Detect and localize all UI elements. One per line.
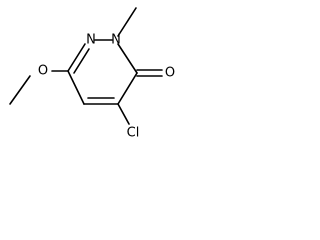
bond-c4-cl xyxy=(117,103,130,125)
bond-c3-c4 xyxy=(117,72,138,105)
pyridazinone-structure: N N O Cl O xyxy=(9,7,175,141)
atom-n2-label: N xyxy=(111,33,121,48)
atom-o-methoxy-label: O xyxy=(38,64,48,79)
bond-n2-methyl xyxy=(117,7,137,37)
atom-cl-label: Cl xyxy=(127,126,140,141)
bond-c5-c6 xyxy=(67,70,85,105)
atom-n1-label: N xyxy=(86,33,96,48)
bond-o-methyl xyxy=(9,75,31,105)
bond-n2-c3 xyxy=(117,43,138,74)
bond-c6-n1-double xyxy=(73,48,90,74)
atom-o-carbonyl-label: O xyxy=(165,66,175,81)
bond-c6-n1 xyxy=(67,43,86,72)
